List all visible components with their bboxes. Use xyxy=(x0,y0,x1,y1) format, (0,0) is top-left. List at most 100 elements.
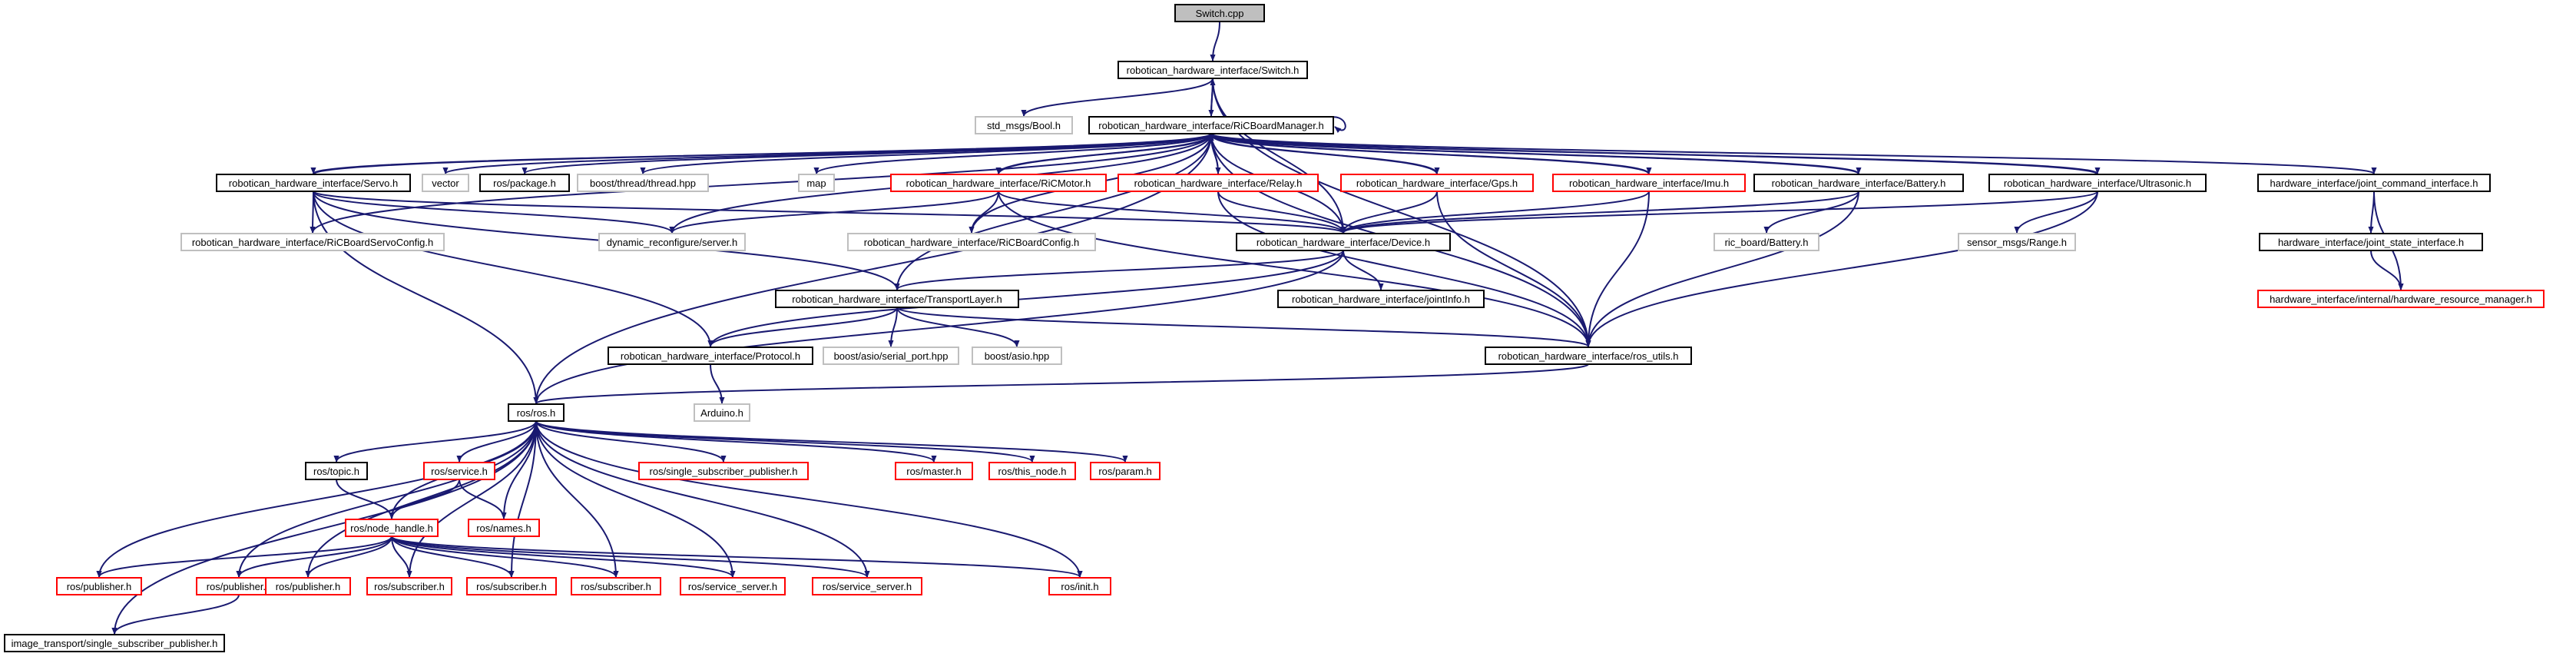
node-label: robotican_hardware_interface/TransportLa… xyxy=(792,294,1002,305)
node-servo[interactable]: robotican_hardware_interface/Servo.h xyxy=(216,174,411,192)
node-box xyxy=(1174,4,1265,22)
node-box xyxy=(1277,290,1485,308)
edge-battery-to-ric-battery xyxy=(1763,191,1859,234)
edge-gps-to-device xyxy=(1340,191,1438,234)
node-label: ros/subscriber.h xyxy=(374,581,445,592)
node-vector[interactable]: vector xyxy=(422,174,469,192)
node-servo-config[interactable]: robotican_hardware_interface/RiCBoardSer… xyxy=(180,233,445,251)
node-ros-utils[interactable]: robotican_hardware_interface/ros_utils.h xyxy=(1485,347,1692,365)
node-map[interactable]: map xyxy=(798,174,835,192)
node-asio[interactable]: boost/asio.hpp xyxy=(972,347,1062,365)
edge-battery-to-device xyxy=(1340,191,1859,234)
edge-gps-to-ros-utils xyxy=(1436,191,1591,347)
node-param[interactable]: ros/param.h xyxy=(1090,462,1161,480)
node-srv1[interactable]: ros/service_server.h xyxy=(680,577,786,595)
edge-switch-h-to-bool-h xyxy=(1021,78,1214,117)
node-switch-h[interactable]: robotican_hardware_interface/Switch.h xyxy=(1117,61,1308,79)
node-range[interactable]: sensor_msgs/Range.h xyxy=(1958,233,2076,251)
node-master[interactable]: ros/master.h xyxy=(895,462,973,480)
node-device[interactable]: robotican_hardware_interface/Device.h xyxy=(1236,233,1451,251)
edge-battery-to-ricboard xyxy=(1208,134,1859,175)
node-this-node[interactable]: ros/this_node.h xyxy=(988,462,1076,480)
edge-ros-h-to-param xyxy=(535,420,1128,463)
node-pub1[interactable]: ros/publisher.h xyxy=(56,577,142,595)
edge-ricboard-to-switch-h xyxy=(1210,78,1216,118)
node-box xyxy=(1340,174,1534,192)
node-box xyxy=(1048,577,1111,595)
node-label: vector xyxy=(432,177,459,189)
edge-node-handle-to-pub1 xyxy=(96,536,392,578)
node-ricmotor[interactable]: robotican_hardware_interface/RiCMotor.h xyxy=(890,174,1107,192)
node-label: robotican_hardware_interface/Protocol.h xyxy=(621,350,800,362)
node-node-handle[interactable]: ros/node_handle.h xyxy=(345,519,439,537)
node-arduino[interactable]: Arduino.h xyxy=(694,403,750,422)
edge-transport-to-asio xyxy=(896,307,1020,347)
edge-ros-utils-to-ros-h xyxy=(533,363,1589,404)
node-sub2[interactable]: ros/subscriber.h xyxy=(466,577,557,595)
node-label: robotican_hardware_interface/jointInfo.h xyxy=(1292,294,1470,305)
edge-ricmotor-to-ricboard-config xyxy=(968,191,999,234)
node-label: robotican_hardware_interface/Device.h xyxy=(1257,237,1430,248)
node-hw-resource[interactable]: hardware_interface/internal/hardware_res… xyxy=(2257,290,2545,308)
node-single-sub-pub[interactable]: ros/single_subscriber_publisher.h xyxy=(638,462,809,480)
node-relay[interactable]: robotican_hardware_interface/Relay.h xyxy=(1117,174,1319,192)
node-label: boost/thread/thread.hpp xyxy=(590,177,696,189)
node-label: ros/service_server.h xyxy=(823,581,912,592)
node-battery[interactable]: robotican_hardware_interface/Battery.h xyxy=(1753,174,1964,192)
node-ricboard[interactable]: robotican_hardware_interface/RiCBoardMan… xyxy=(1088,116,1334,134)
node-label: hardware_interface/internal/hardware_res… xyxy=(2270,294,2532,305)
node-ultrasonic[interactable]: robotican_hardware_interface/Ultrasonic.… xyxy=(1988,174,2207,192)
node-names[interactable]: ros/names.h xyxy=(468,519,540,537)
edge-ros-h-to-srv2 xyxy=(535,420,870,578)
node-pub3[interactable]: ros/publisher.h xyxy=(265,577,351,595)
node-sub3[interactable]: ros/subscriber.h xyxy=(571,577,661,595)
node-box xyxy=(1117,61,1308,79)
node-sub1[interactable]: ros/subscriber.h xyxy=(366,577,452,595)
node-service[interactable]: ros/service.h xyxy=(423,462,495,480)
node-img-transport[interactable]: image_transport/single_subscriber_publis… xyxy=(4,634,225,652)
edge-node-handle-to-srv1 xyxy=(391,536,736,578)
node-pub2[interactable]: ros/publisher.h xyxy=(196,577,282,595)
node-serial-port[interactable]: boost/asio/serial_port.hpp xyxy=(823,347,959,365)
node-label: ros/publisher.h xyxy=(276,581,341,592)
node-label: robotican_hardware_interface/Imu.h xyxy=(1569,177,1729,189)
edge-device-to-ros-h xyxy=(533,250,1344,404)
node-box xyxy=(2257,290,2545,308)
edge-ros-h-to-pub2 xyxy=(236,420,537,578)
node-init[interactable]: ros/init.h xyxy=(1048,577,1111,595)
node-dyn-server[interactable]: dynamic_reconfigure/server.h xyxy=(598,233,746,251)
node-box xyxy=(345,519,439,537)
node-jointinfo[interactable]: robotican_hardware_interface/jointInfo.h xyxy=(1277,290,1485,308)
node-ricboard-config[interactable]: robotican_hardware_interface/RiCBoardCon… xyxy=(847,233,1096,251)
edge-transport-to-ros-utils xyxy=(896,307,1591,347)
node-ros-package[interactable]: ros/package.h xyxy=(479,174,570,192)
node-box xyxy=(305,462,368,480)
edge-servo-to-protocol xyxy=(313,191,714,347)
node-box xyxy=(2257,174,2491,192)
node-label: robotican_hardware_interface/RiCBoardSer… xyxy=(192,237,433,248)
edge-ricmotor-to-ricboard xyxy=(998,134,1214,175)
node-bool-h[interactable]: std_msgs/Bool.h xyxy=(975,116,1073,134)
node-box xyxy=(1958,233,2076,251)
node-box xyxy=(638,462,809,480)
node-joint-state[interactable]: hardware_interface/joint_state_interface… xyxy=(2259,233,2483,251)
edge-ros-h-to-topic xyxy=(333,420,537,463)
edge-imu-to-device xyxy=(1340,191,1650,234)
node-transport[interactable]: robotican_hardware_interface/TransportLa… xyxy=(775,290,1019,308)
node-topic[interactable]: ros/topic.h xyxy=(305,462,368,480)
node-label: ros/master.h xyxy=(906,466,962,477)
node-ros-h[interactable]: ros/ros.h xyxy=(508,403,565,422)
node-label: ros/names.h xyxy=(476,522,531,534)
node-label: Arduino.h xyxy=(700,407,743,419)
node-box xyxy=(598,233,746,251)
node-ric-battery[interactable]: ric_board/Battery.h xyxy=(1713,233,1819,251)
node-gps[interactable]: robotican_hardware_interface/Gps.h xyxy=(1340,174,1534,192)
node-joint-cmd[interactable]: hardware_interface/joint_command_interfa… xyxy=(2257,174,2491,192)
node-protocol[interactable]: robotican_hardware_interface/Protocol.h xyxy=(608,347,813,365)
node-switch-cpp[interactable]: Switch.cpp xyxy=(1174,4,1265,22)
node-srv2[interactable]: ros/service_server.h xyxy=(812,577,922,595)
edge-battery-to-ros-utils xyxy=(1585,191,1859,347)
node-box xyxy=(265,577,351,595)
node-boost-thread[interactable]: boost/thread/thread.hpp xyxy=(577,174,709,192)
node-imu[interactable]: robotican_hardware_interface/Imu.h xyxy=(1552,174,1746,192)
